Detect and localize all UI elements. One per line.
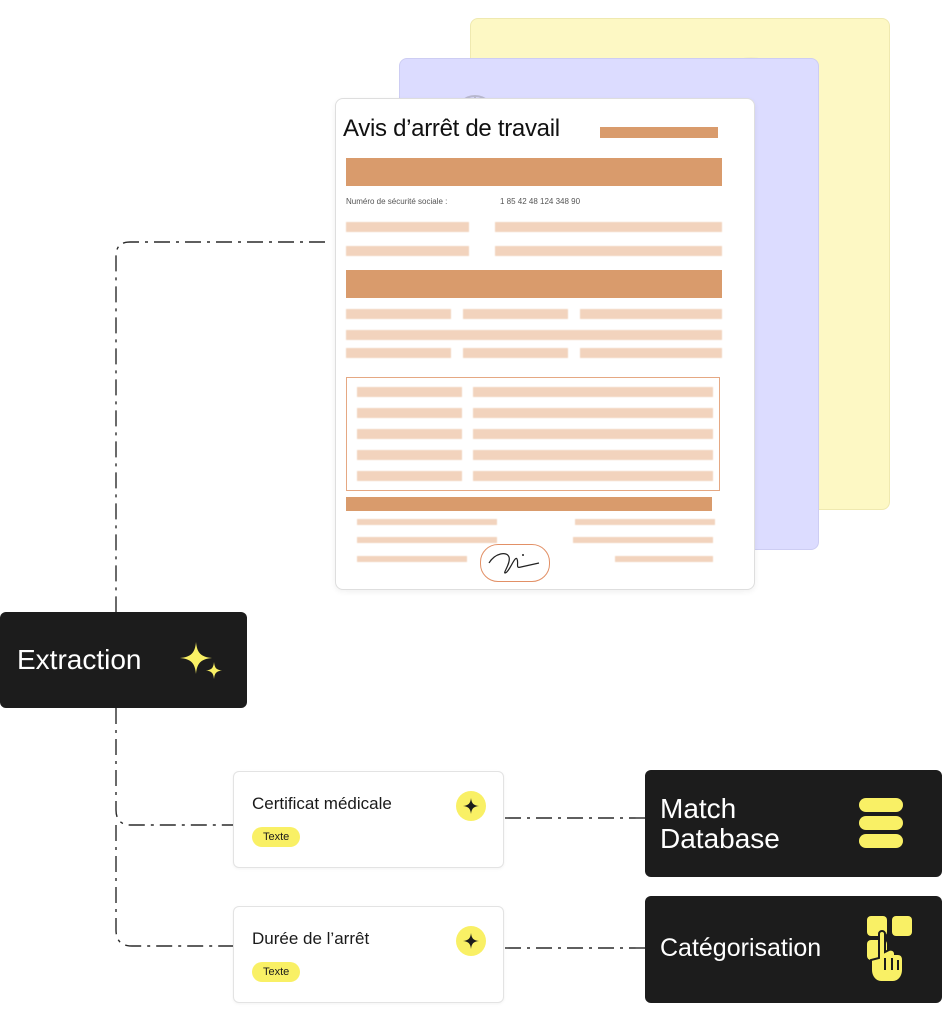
hand-tap-icon bbox=[867, 916, 912, 983]
field-bar bbox=[346, 330, 722, 340]
field-title: Durée de l’arrêt bbox=[252, 929, 370, 948]
field-bar bbox=[346, 309, 451, 319]
field-bar bbox=[357, 387, 462, 397]
match-database-label: Match Database bbox=[660, 794, 780, 854]
field-bar bbox=[357, 471, 462, 481]
match-label-line1: Match bbox=[660, 793, 737, 824]
field-bar bbox=[615, 556, 713, 562]
field-bar bbox=[575, 519, 715, 525]
field-bar bbox=[580, 348, 722, 358]
categorisation-node[interactable]: Catégorisation bbox=[645, 896, 942, 1003]
field-bar bbox=[495, 246, 722, 256]
ssn-label: Numéro de sécurité sociale : bbox=[346, 197, 448, 206]
field-bar bbox=[357, 408, 462, 418]
field-bar bbox=[357, 450, 462, 460]
sparkles-icon bbox=[180, 642, 222, 679]
field-bar bbox=[473, 450, 713, 460]
field-bar bbox=[473, 471, 713, 481]
extraction-label: Extraction bbox=[17, 644, 142, 675]
match-database-node[interactable]: Match Database bbox=[645, 770, 942, 877]
field-type-tag: Texte bbox=[252, 962, 301, 982]
field-bar bbox=[473, 429, 713, 439]
footer-bar bbox=[346, 497, 712, 511]
sparkle-icon bbox=[456, 791, 486, 821]
field-card-duree[interactable]: Durée de l’arrêt Texte bbox=[233, 906, 504, 1003]
field-bar bbox=[573, 537, 713, 543]
field-title: Certificat médicale bbox=[252, 794, 392, 813]
field-bar bbox=[473, 408, 713, 418]
field-bar bbox=[495, 222, 722, 232]
field-bar bbox=[357, 537, 497, 543]
field-bar bbox=[357, 556, 467, 562]
field-card-certificat[interactable]: Certificat médicale Texte bbox=[233, 771, 504, 868]
field-bar bbox=[346, 246, 469, 256]
field-bar bbox=[346, 348, 451, 358]
field-type-tag: Texte bbox=[252, 827, 301, 847]
title-redaction bbox=[600, 127, 718, 138]
detail-box bbox=[346, 377, 720, 491]
field-bar bbox=[357, 519, 497, 525]
field-bar bbox=[463, 348, 568, 358]
database-icon bbox=[859, 798, 903, 848]
categorisation-label: Catégorisation bbox=[660, 934, 822, 962]
section-header-bar bbox=[346, 158, 722, 186]
field-bar bbox=[473, 387, 713, 397]
section-header-bar bbox=[346, 270, 722, 298]
signature-icon bbox=[488, 553, 540, 574]
match-label-line2: Database bbox=[660, 823, 780, 854]
field-bar bbox=[463, 309, 568, 319]
field-bar bbox=[580, 309, 722, 319]
sparkle-icon bbox=[456, 926, 486, 956]
document-title: Avis d’arrêt de travail bbox=[343, 115, 560, 142]
ssn-value: 1 85 42 48 124 348 90 bbox=[500, 197, 581, 206]
extraction-node[interactable]: Extraction bbox=[0, 612, 247, 708]
field-bar bbox=[357, 429, 462, 439]
signature-stamp bbox=[480, 544, 550, 582]
field-bar bbox=[346, 222, 469, 232]
